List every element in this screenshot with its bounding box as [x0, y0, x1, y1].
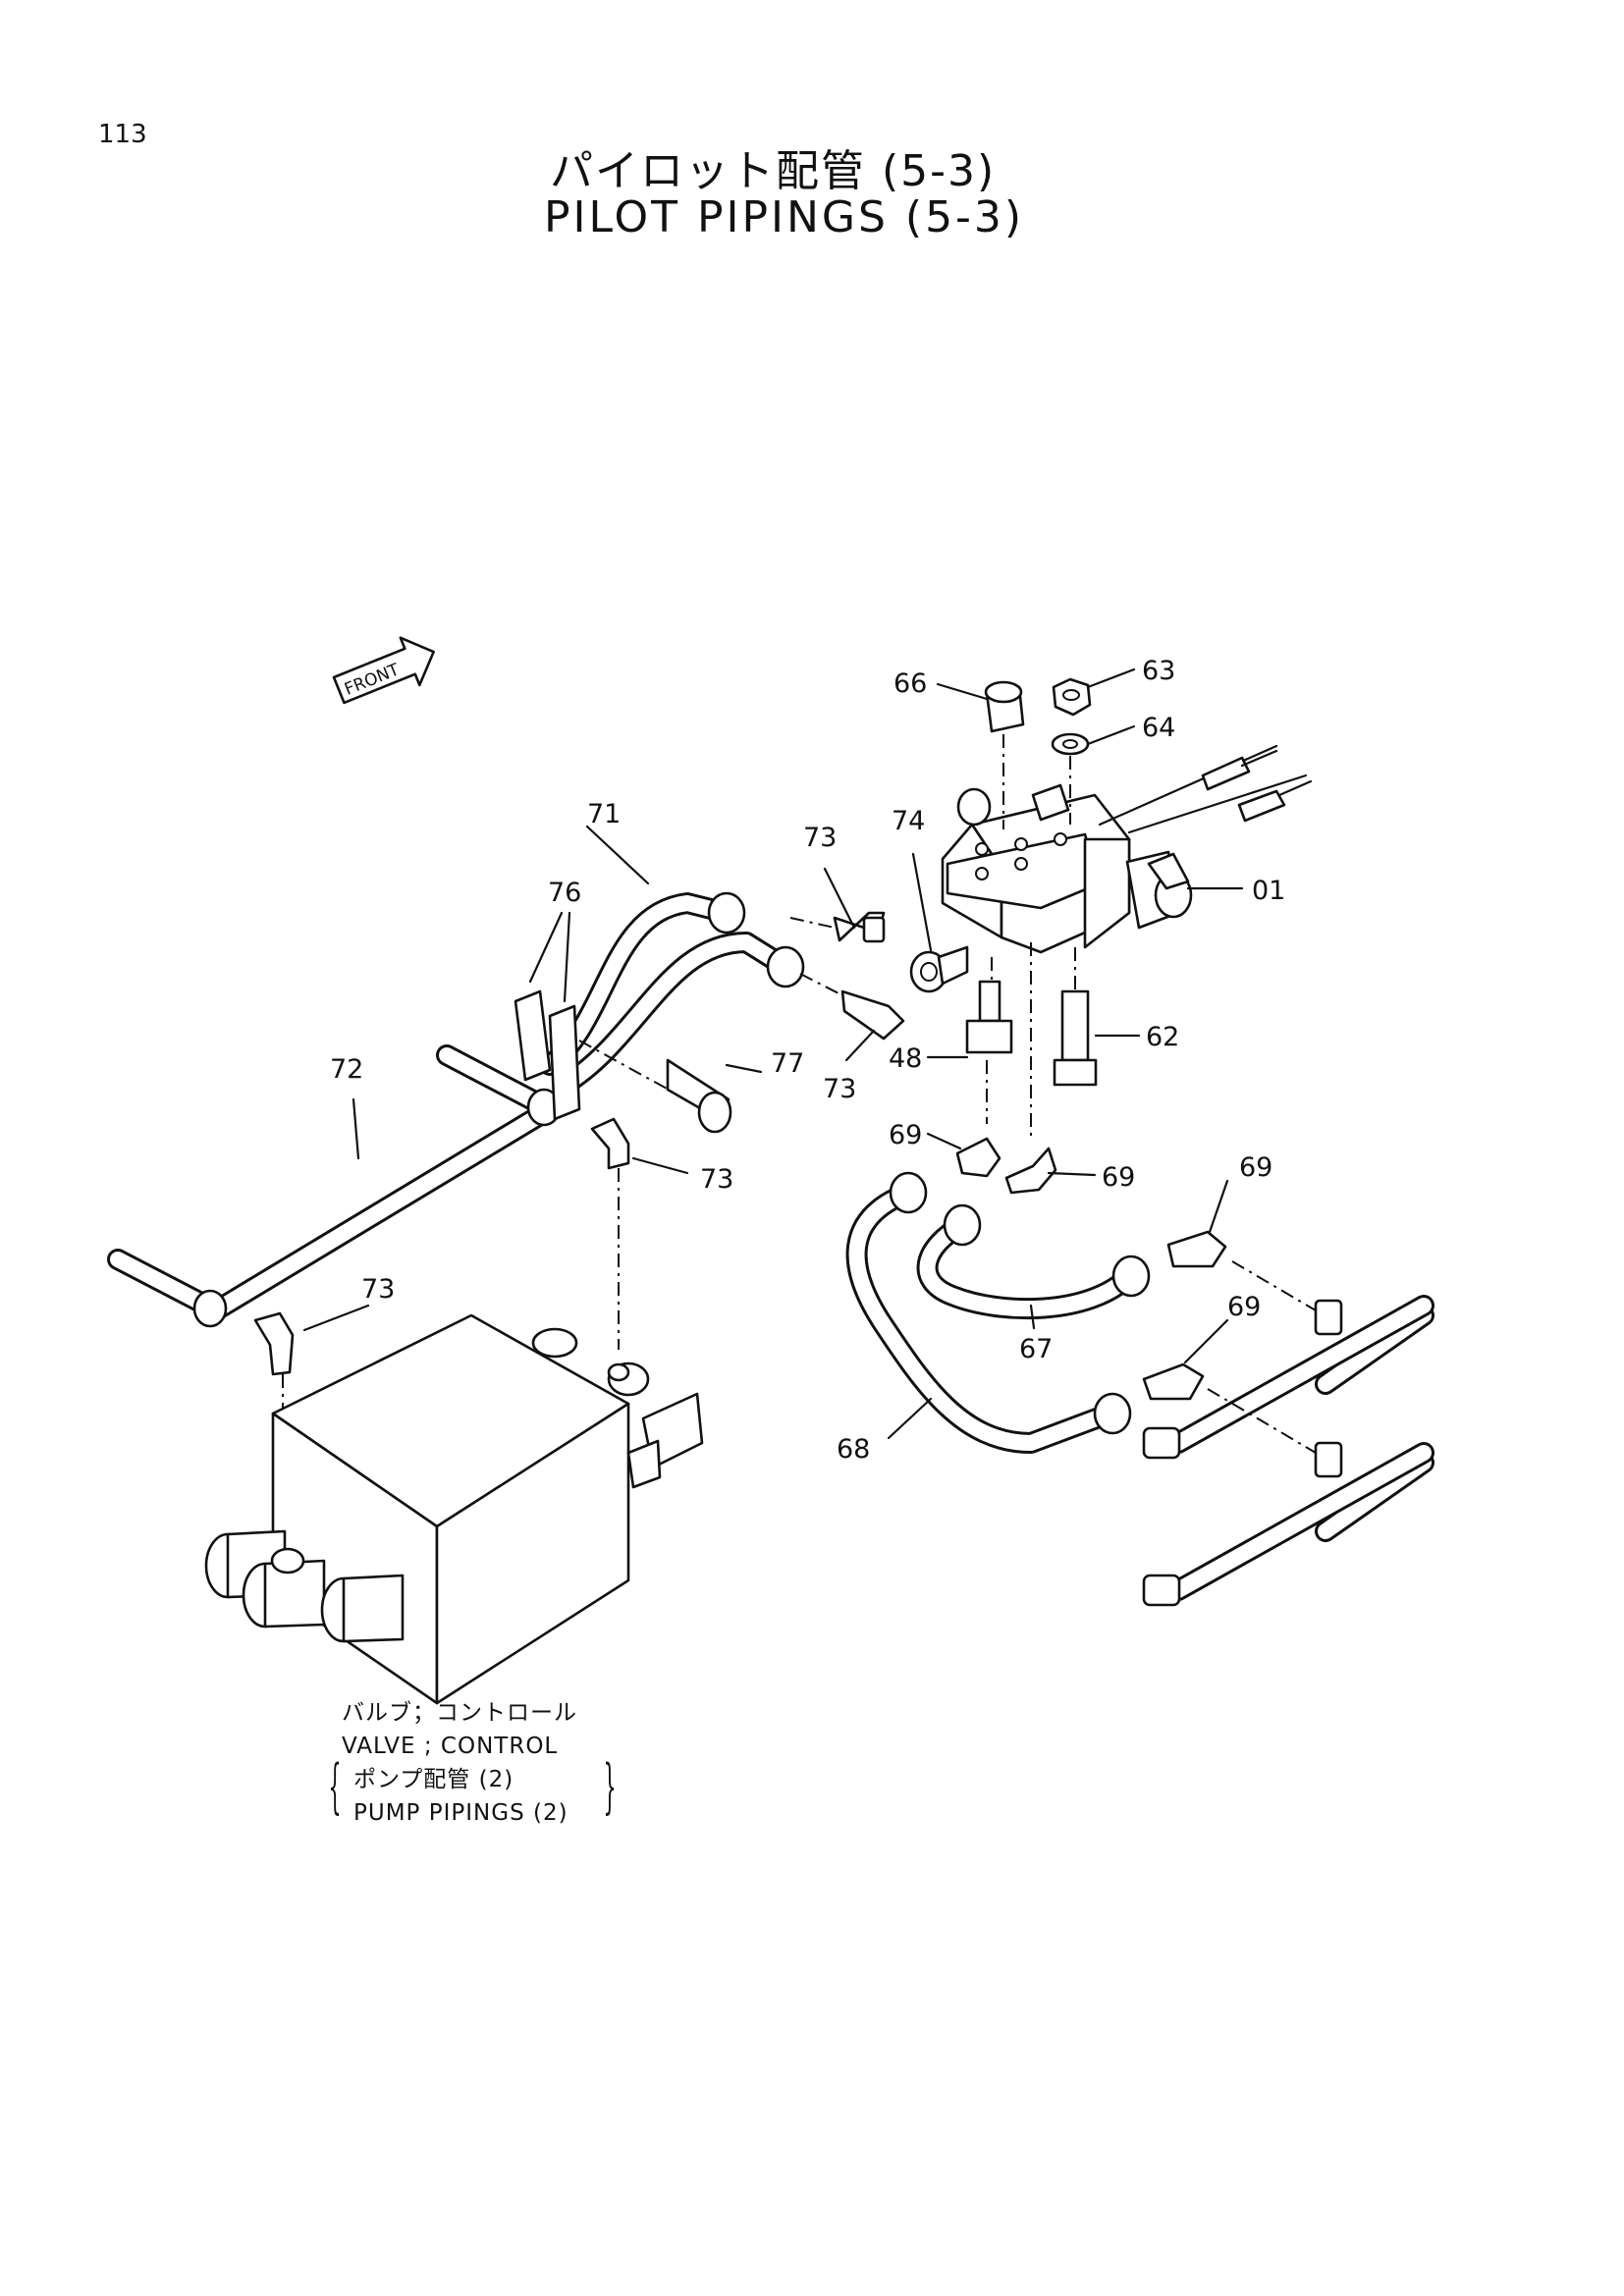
label-62: 62: [1146, 1022, 1179, 1052]
label-73-b: 73: [823, 1074, 856, 1104]
leader-lines: [302, 667, 1244, 1440]
pipe-68: [845, 1171, 1132, 1454]
elbow-69-a: [955, 1137, 1001, 1178]
label-48: 48: [889, 1043, 922, 1074]
label-69-b: 69: [1102, 1162, 1135, 1193]
label-73-c: 73: [700, 1164, 733, 1195]
label-71: 71: [587, 799, 621, 829]
page-number: 113: [98, 120, 147, 149]
elbow-69-c: [1166, 1230, 1317, 1311]
hose-assemblies: [1142, 1295, 1435, 1607]
page-title-english: PILOT PIPINGS (5-3): [544, 192, 1025, 242]
label-01: 01: [1252, 876, 1285, 906]
caption-japanese-pump: ポンプ配管 (2): [353, 1767, 514, 1792]
left-bracket-icon: {: [328, 1752, 342, 1821]
pipe-72: [107, 1044, 562, 1328]
nut-63: [1052, 677, 1092, 717]
caption-english-pump: PUMP PIPINGS (2): [353, 1800, 568, 1826]
clamp-76: [514, 989, 581, 1121]
front-arrow-icon: FRONT: [332, 636, 435, 705]
bolt-77: [578, 1040, 732, 1134]
control-valve: [204, 1313, 704, 1705]
label-77: 77: [771, 1048, 804, 1079]
label-69-c: 69: [1239, 1152, 1272, 1183]
pipe-67: [916, 1203, 1151, 1320]
label-64: 64: [1142, 713, 1175, 743]
label-76: 76: [548, 878, 581, 908]
adapter-74: [909, 945, 969, 993]
label-73-d: 73: [361, 1274, 395, 1305]
elbow-73-left: [253, 1311, 295, 1541]
label-73-a: 73: [803, 823, 837, 853]
elbow-69-b: [1004, 1147, 1057, 1195]
right-bracket-icon: }: [603, 1752, 617, 1821]
elbow-69-d: [1142, 1362, 1317, 1454]
plug-66: [984, 680, 1025, 829]
label-74: 74: [892, 806, 925, 836]
caption-japanese-valve: バルブ；コントロール: [342, 1700, 577, 1726]
label-72: 72: [330, 1054, 363, 1085]
pilot-valve-block: [941, 744, 1313, 954]
label-67: 67: [1019, 1334, 1053, 1364]
fitting-48: [965, 942, 1032, 1139]
bolt-62: [1053, 947, 1098, 1087]
label-63: 63: [1142, 656, 1175, 686]
label-66: 66: [893, 668, 927, 699]
caption-english-valve: VALVE ; CONTROL: [342, 1734, 559, 1759]
elbow-73-mid: [799, 973, 905, 1041]
pipe-71: [539, 891, 805, 1095]
washer-64: [1051, 732, 1090, 825]
label-69-a: 69: [889, 1120, 922, 1150]
label-69-d: 69: [1227, 1292, 1261, 1322]
label-68: 68: [837, 1434, 870, 1465]
page-title-japanese: パイロット配管 (5-3): [550, 146, 997, 196]
elbow-73-right: [590, 1117, 630, 1350]
elbow-73-top: [789, 911, 886, 943]
